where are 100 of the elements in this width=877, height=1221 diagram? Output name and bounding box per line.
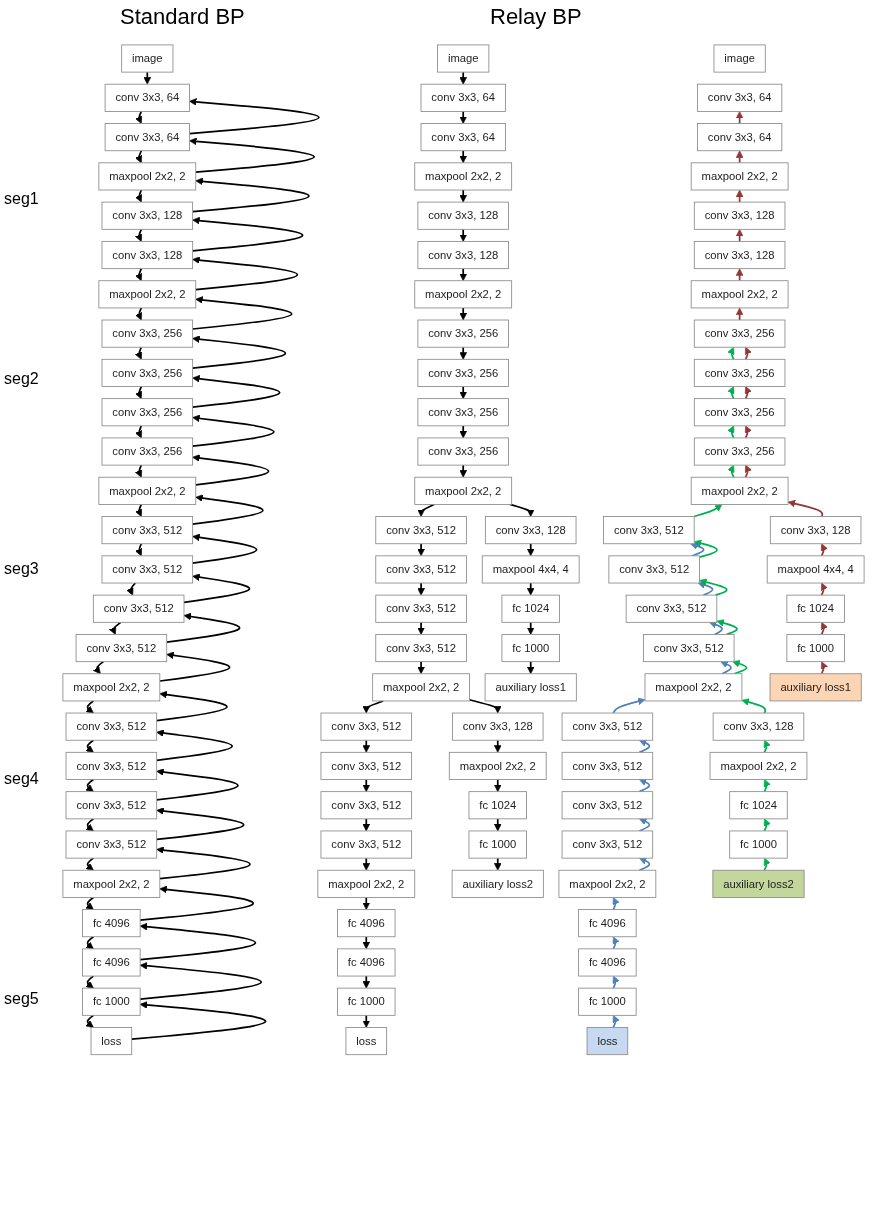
arrow [139,885,254,922]
arrow [787,499,824,518]
arrow [362,818,371,832]
node-box: conv 3x3, 512 [65,830,158,859]
node-box: conv 3x3, 128 [417,201,509,230]
arrow [156,846,251,880]
arrow [727,464,735,479]
arrow [493,818,502,832]
node-box: conv 3x3, 128 [769,516,862,545]
arrow [820,582,828,596]
arrow [135,307,143,321]
node-box: fc 1000 [501,634,560,663]
node-box: maxpool 2x2, 2 [558,869,657,898]
arrow [109,621,122,635]
node-box: conv 3x3, 512 [561,791,654,820]
node-box: conv 3x3, 512 [92,594,185,623]
arrow [720,660,732,675]
node-box: conv 3x3, 256 [693,437,786,466]
arrow [612,975,620,989]
node-box: maxpool 2x2, 2 [690,280,789,309]
node-box: loss [90,1027,133,1056]
arrow [612,936,620,950]
arrow [727,425,735,439]
arrow [362,975,371,989]
arrow [735,307,744,321]
node-box: maxpool 4x4, 4 [481,555,580,584]
arrow [362,935,371,950]
arrow [638,818,651,832]
node-box: maxpool 2x2, 2 [414,476,513,505]
node-box: conv 3x3, 512 [320,791,413,820]
segment-label: seg5 [4,990,39,1008]
arrow [191,335,287,369]
arrow [85,896,95,910]
arrow [85,818,95,832]
arrow [192,256,299,291]
node-box: conv 3x3, 128 [101,201,194,230]
node-box: conv 3x3, 256 [101,358,194,387]
arrow [735,189,744,203]
arrow [135,267,143,282]
arrow [417,503,435,517]
node-box: conv 3x3, 128 [712,712,805,741]
arrow [130,1001,267,1041]
arrow [135,385,143,399]
arrow [697,581,714,596]
node-box: image [121,44,174,73]
node-box: loss [345,1027,388,1056]
node-box: auxiliary loss2 [712,869,805,898]
arrow [459,385,467,399]
node-box: conv 3x3, 512 [561,751,654,780]
node-box: loss [586,1027,629,1056]
arrow [526,542,535,557]
node-box: maxpool 2x2, 2 [690,162,789,191]
arrow [155,690,228,722]
node-box: maxpool 2x2, 2 [98,476,197,505]
arrow [191,414,275,448]
arrow [155,729,234,762]
arrow [493,739,502,753]
arrow [638,778,651,793]
arrow [188,98,320,135]
arrow [735,268,744,282]
node-box: conv 3x3, 128 [693,201,786,230]
arrow [85,857,95,871]
node-box: maxpool 2x2, 2 [709,751,808,780]
node-box: maxpool 2x2, 2 [98,280,197,309]
arrow [763,739,771,754]
node-box: fc 1024 [729,791,788,820]
arrow [135,424,143,439]
column-heading: Standard BP [120,4,245,30]
arrow [727,346,735,361]
arrow [85,700,95,714]
arrow [459,71,467,85]
arrow [135,149,143,164]
arrow [820,661,828,675]
node-box: conv 3x3, 128 [693,241,786,270]
node-box: fc 4096 [337,909,396,938]
node-box: conv 3x3, 128 [417,241,509,270]
arrow [459,149,467,164]
column-heading: Relay BP [490,4,582,30]
arrow [85,739,95,753]
node-box: fc 1000 [729,830,788,859]
node-box: conv 3x3, 512 [603,516,695,545]
node-box: conv 3x3, 256 [417,398,509,427]
node-box: conv 3x3, 512 [65,751,158,780]
arrow [744,386,752,400]
arrow [191,533,258,564]
arrow [85,778,95,792]
node-box: conv 3x3, 64 [104,83,190,112]
arrow [468,698,502,714]
arrow [362,857,371,871]
node-box: maxpool 2x2, 2 [372,673,470,702]
node-box: conv 3x3, 512 [320,830,413,859]
arrow [135,228,143,242]
arrow [744,425,752,439]
node-box: conv 3x3, 256 [417,437,509,466]
arrow [727,386,735,400]
node-box: fc 1024 [468,791,527,820]
arrow [716,619,738,636]
arrow [612,897,620,911]
arrow [459,110,467,124]
arrow [763,857,771,872]
